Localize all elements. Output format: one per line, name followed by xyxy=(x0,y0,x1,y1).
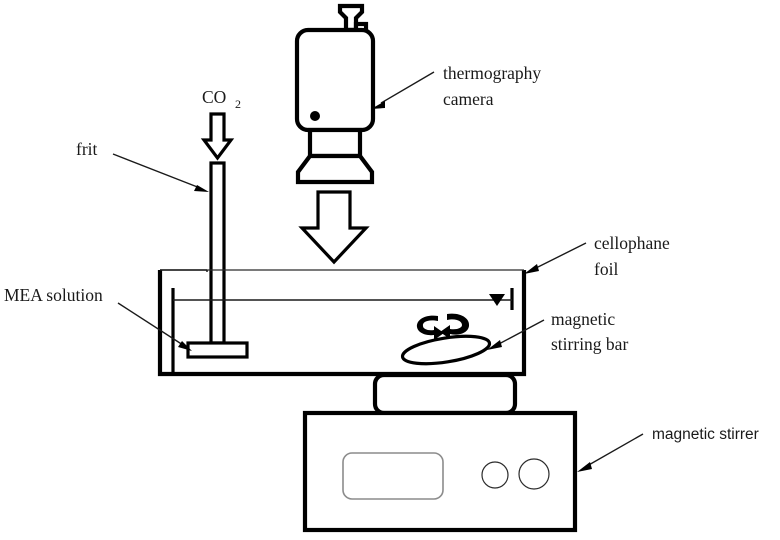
stir-bar-ellipse xyxy=(400,334,492,366)
camera-body xyxy=(294,27,376,133)
liquid-level-marker xyxy=(489,294,505,306)
magnetic-stirrer-base xyxy=(302,410,578,533)
camera-lens-barrel xyxy=(307,127,363,159)
stirrer-knob-left[interactable] xyxy=(481,461,509,489)
label-thermography-camera-line2: camera xyxy=(443,89,494,109)
leader-mea-solution xyxy=(117,302,192,351)
leader-magnetic-stirring-bar xyxy=(487,319,545,350)
inlet-tube xyxy=(209,161,226,345)
label-cellophane-foil: cellophane foil xyxy=(594,233,670,279)
leader-cellophane-foil xyxy=(524,242,587,274)
vessel-outer-wall xyxy=(157,270,527,377)
label-magnetic-stirring-bar-line1: magnetic xyxy=(551,309,615,329)
stirrer-knob-right[interactable] xyxy=(518,458,550,490)
camera-indicator-dot xyxy=(310,111,320,121)
stirrer-display-panel xyxy=(342,452,444,500)
reaction-vessel xyxy=(157,269,527,377)
label-magnetic-stirrer: magnetic stirrer xyxy=(652,426,759,443)
label-frit: frit xyxy=(76,139,98,159)
label-mea-solution: MEA solution xyxy=(4,285,103,305)
label-cellophane-foil-line1: cellophane xyxy=(594,233,670,253)
label-cellophane-foil-line2: foil xyxy=(594,259,618,279)
rotation-arrow-icon xyxy=(416,313,470,340)
label-magnetic-stirring-bar: magnetic stirring bar xyxy=(551,309,628,354)
leader-thermography-camera xyxy=(371,71,435,109)
thermography-camera xyxy=(294,3,376,185)
label-thermography-camera: thermography camera xyxy=(443,63,541,109)
label-co2: CO 2 xyxy=(202,87,241,111)
camera-lens-hood xyxy=(295,153,375,185)
label-co2-text: CO xyxy=(202,87,226,107)
label-magnetic-stirring-bar-line2: stirring bar xyxy=(551,334,628,354)
leader-magnetic-stirrer xyxy=(577,433,644,472)
label-co2-subscript: 2 xyxy=(235,97,241,111)
gas-inlet-tube xyxy=(186,161,249,359)
co2-flow-arrow xyxy=(200,112,235,161)
ir-beam-arrow xyxy=(298,190,370,265)
leader-frit xyxy=(112,153,209,192)
frit-element xyxy=(186,341,249,359)
magnetic-stirring-bar xyxy=(400,313,492,366)
stirrer-plate-top xyxy=(372,372,518,416)
label-thermography-camera-line1: thermography xyxy=(443,63,541,83)
